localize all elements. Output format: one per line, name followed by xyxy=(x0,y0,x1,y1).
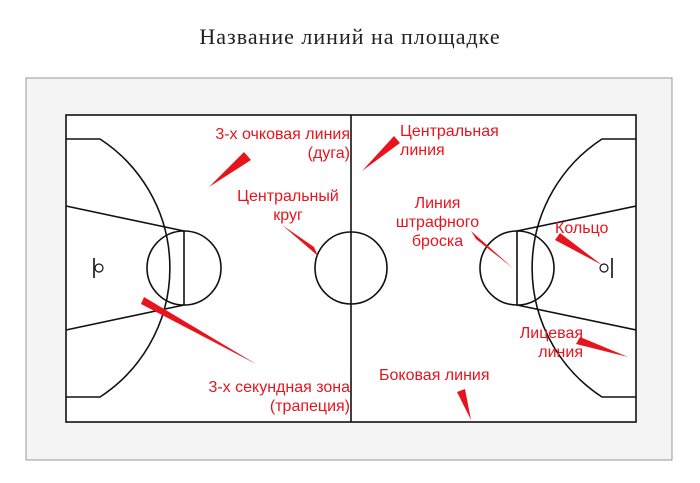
label-center-line: Центральная линия xyxy=(400,123,499,159)
label-baseline: Лицевая линия xyxy=(519,325,583,361)
left-ring xyxy=(94,263,104,273)
right-three-second-zone xyxy=(516,205,637,331)
pointer-center-line xyxy=(362,136,400,171)
label-center-circle: Центральный круг xyxy=(237,188,339,224)
label-three-second-zone: 3-х секундная зона (трапеция) xyxy=(208,379,350,415)
right-three-point-arc xyxy=(531,138,636,398)
pointer-ring xyxy=(555,233,602,265)
label-sideline: Боковая линия xyxy=(379,367,490,384)
pointer-three-second-zone xyxy=(141,297,256,364)
pointer-center-circle xyxy=(282,225,318,256)
label-three-point-arc: 3-х очковая линия (дуга) xyxy=(215,126,350,162)
pointer-free-throw-line xyxy=(471,231,514,269)
center-circle-shape xyxy=(314,231,388,305)
page-title: Название линий на площадке xyxy=(199,24,501,49)
label-ring: Кольцо xyxy=(555,220,609,237)
label-free-throw-line: Линия штрафного броска xyxy=(395,195,480,250)
pointer-sideline xyxy=(457,389,471,420)
pointer-three-point-arc xyxy=(209,152,251,187)
right-free-throw-circle xyxy=(479,230,555,306)
left-three-second-zone xyxy=(65,205,185,331)
pointer-baseline xyxy=(576,337,628,357)
left-three-point-arc xyxy=(66,138,171,398)
left-free-throw-circle xyxy=(146,230,222,306)
right-ring xyxy=(599,263,609,273)
